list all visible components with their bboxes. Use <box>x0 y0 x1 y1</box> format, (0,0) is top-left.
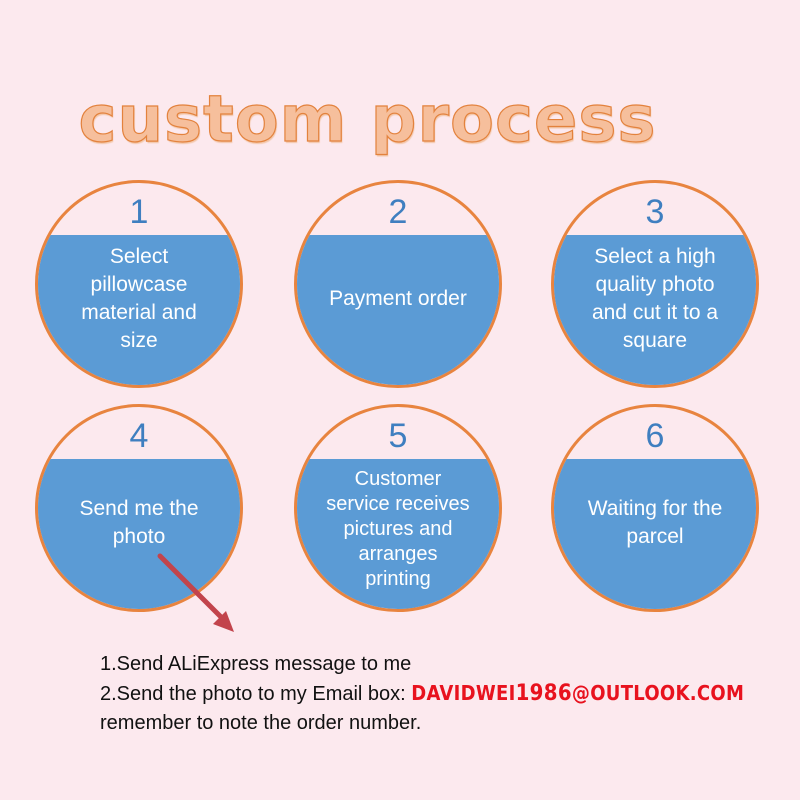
step-fill <box>554 235 756 385</box>
step-fill <box>38 459 240 609</box>
email-digits: 1986 <box>515 681 572 706</box>
email-address[interactable]: DAVIDWEI1986@OUTLOOK.COM <box>411 681 745 706</box>
step-6-circle: 6 Waiting for the parcel <box>551 404 759 612</box>
instructions: 1.Send ALiExpress message to me 2.Send t… <box>100 650 744 738</box>
step-fill <box>38 235 240 385</box>
step-label: Waiting for the parcel <box>587 497 723 548</box>
step-5-circle: 5 Customer service receives pictures and… <box>294 404 502 612</box>
instruction-line-2-text: 2.Send the photo to my Email box: <box>100 683 412 705</box>
step-number: 1 <box>129 193 149 231</box>
step-number: 4 <box>129 417 149 455</box>
email-name: DAVIDWEI <box>411 681 516 705</box>
page-title: custom process <box>78 83 657 157</box>
step-label: Select a high quality photo and cut it t… <box>591 245 719 352</box>
step-number: 3 <box>645 193 665 231</box>
email-domain: @OUTLOOK.COM <box>571 681 745 705</box>
step-number: 6 <box>645 417 665 455</box>
step-label: Payment order <box>329 287 467 310</box>
step-fill <box>297 235 499 385</box>
step-label: Customer service receives pictures and a… <box>326 467 470 590</box>
step-1-circle: 1 Select pillowcase material and size <box>35 180 243 388</box>
step-fill <box>297 459 499 609</box>
step-number: 5 <box>388 417 408 455</box>
instruction-line-3: remember to note the order number. <box>100 712 422 734</box>
instruction-line-2: 2.Send the photo to my Email box: DAVIDW… <box>100 679 744 709</box>
step-fill <box>554 459 756 609</box>
step-label: Send me the photo <box>79 497 199 548</box>
step-3-circle: 3 Select a high quality photo and cut it… <box>551 180 759 388</box>
step-number: 2 <box>388 193 408 231</box>
step-label: Select pillowcase material and size <box>81 245 197 352</box>
step-2-circle: 2 Payment order <box>294 180 502 388</box>
step-4-circle: 4 Send me the photo <box>35 404 243 612</box>
instruction-line-1: 1.Send ALiExpress message to me <box>100 653 412 675</box>
